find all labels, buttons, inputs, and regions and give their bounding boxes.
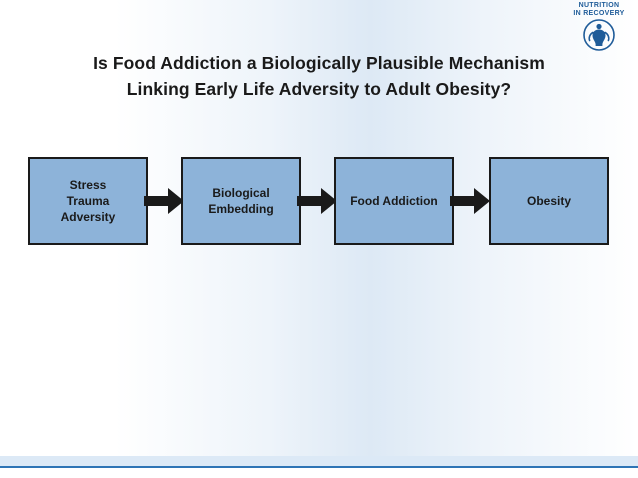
title-line-2: Linking Early Life Adversity to Adult Ob… (126, 79, 512, 99)
arrow-right-icon-1 (144, 187, 184, 215)
flow-node-stress-trauma-adversity: Stress Trauma Adversity (28, 157, 148, 245)
page-title: Is Food Addiction a Biologically Plausib… (0, 50, 638, 102)
flow-node-biological-embedding: Biological Embedding (181, 157, 301, 245)
flow-node-3-label: Food Addiction (350, 194, 438, 208)
flow-node-food-addiction: Food Addiction (334, 157, 454, 245)
title-line-1: Is Food Addiction a Biologically Plausib… (93, 53, 545, 73)
flowchart: Stress Trauma Adversity Biological Embed… (28, 157, 610, 247)
flow-node-2-label: Biological Embedding (208, 186, 274, 216)
flow-node-obesity: Obesity (489, 157, 609, 245)
logo-line-2: IN RECOVERY (573, 10, 625, 17)
brand-logo: NUTRITION IN RECOVERY (566, 2, 632, 54)
flow-node-4-label: Obesity (526, 194, 571, 208)
arrow-right-icon-3 (450, 187, 490, 215)
logo-line-1: NUTRITION (578, 2, 620, 9)
arrow-right-icon-2 (297, 187, 337, 215)
nutrition-in-recovery-figure-icon (566, 19, 632, 56)
flow-node-1-label: Stress Trauma Adversity (60, 178, 116, 224)
footer-bar-accent (0, 466, 638, 478)
footer-bar-light (0, 456, 638, 468)
